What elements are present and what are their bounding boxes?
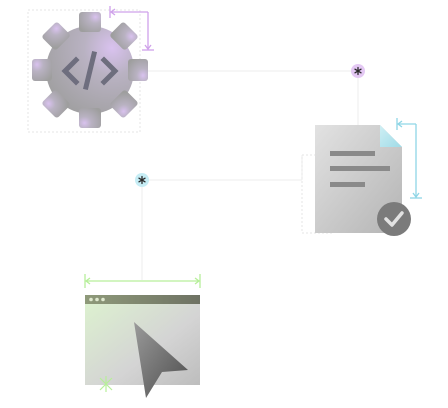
document-check-icon (315, 125, 411, 236)
browser-cursor-icon (85, 295, 200, 398)
green-sparkle (99, 376, 113, 392)
purple-dimension-bracket (109, 6, 154, 51)
document-fold (380, 125, 402, 147)
pointer-arrow-icon (134, 322, 188, 398)
green-dimension-bracket (84, 274, 201, 288)
code-brackets-icon (61, 50, 119, 91)
gear-code-icon (32, 12, 148, 128)
asterisk-marker-cyan (135, 173, 149, 187)
browser-window-dots (89, 297, 105, 302)
asterisk-marker-purple (351, 64, 365, 78)
connector-document-to-browser (141, 179, 302, 280)
connector-gear-to-document (148, 70, 359, 125)
check-badge-icon (377, 202, 411, 236)
document-text-lines (330, 151, 390, 187)
browser-title-bar (85, 295, 200, 304)
cyan-dimension-bracket (396, 118, 422, 199)
